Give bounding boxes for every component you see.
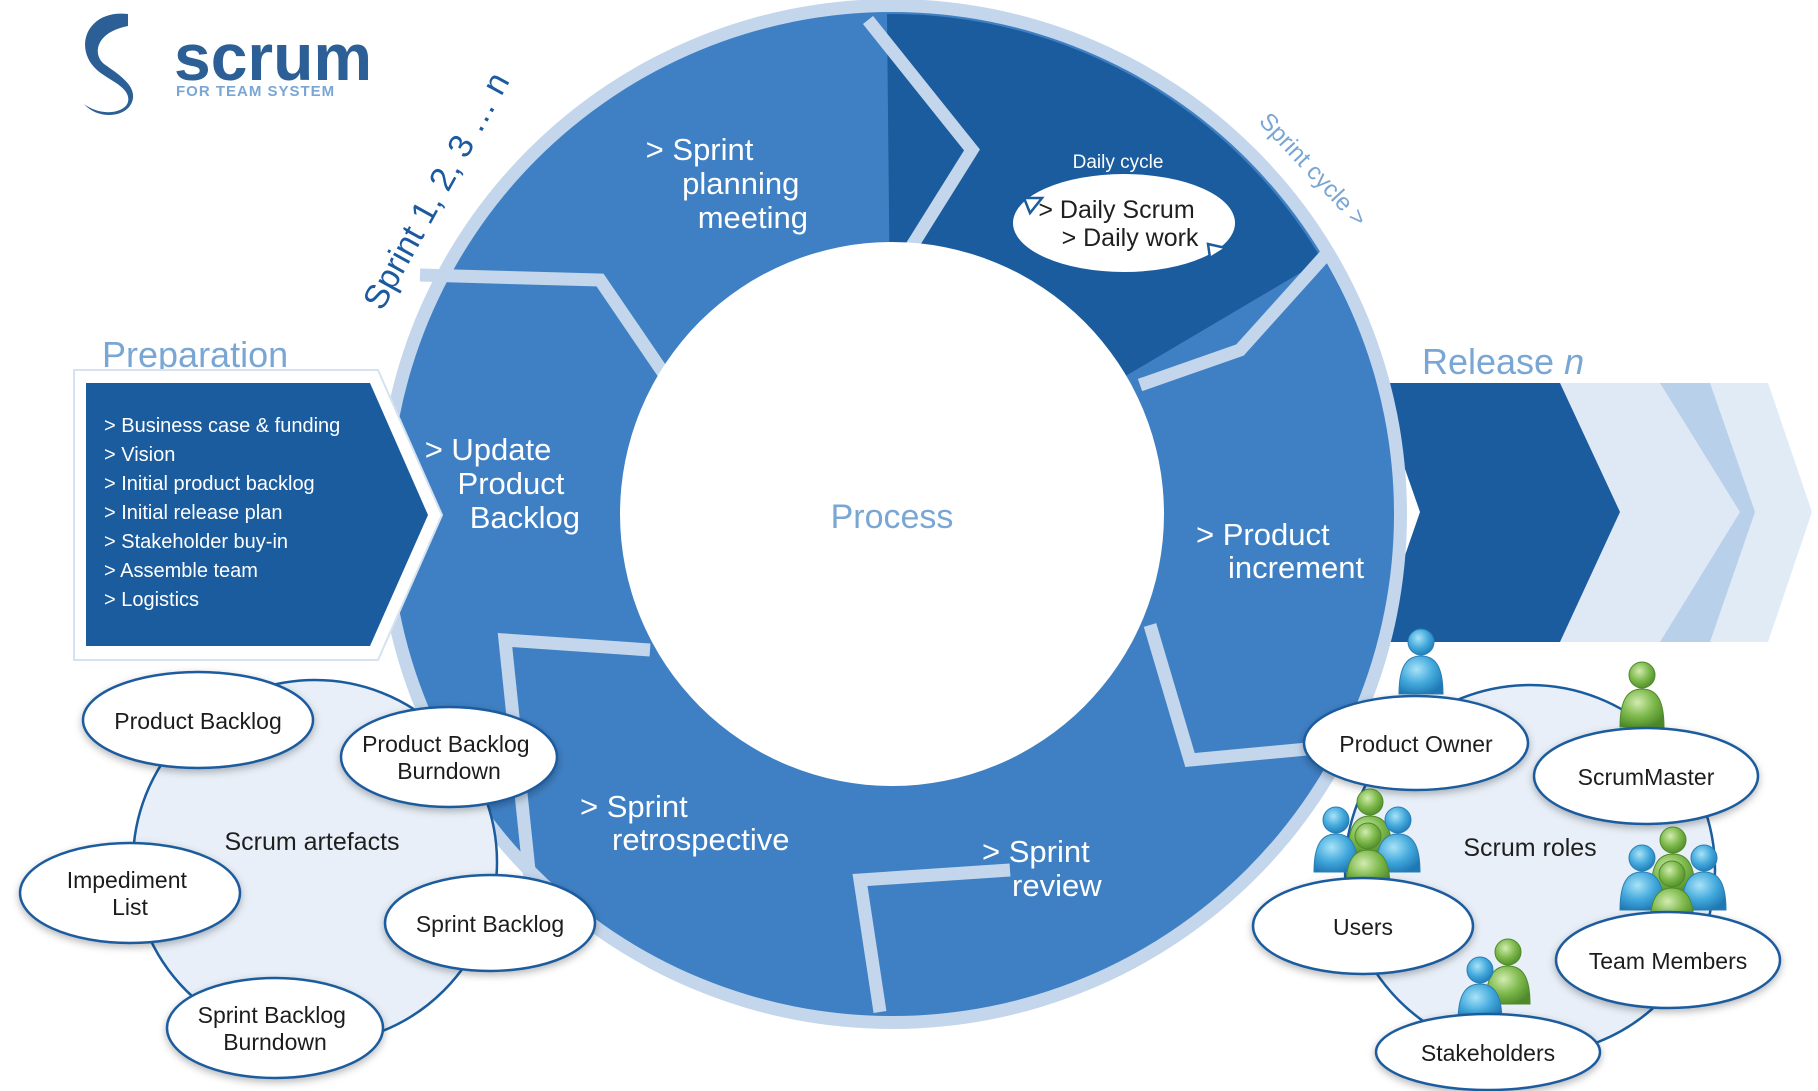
svg-text:Sprint Backlog: Sprint Backlog: [416, 911, 564, 937]
role-scrummaster: ScrumMaster: [1532, 661, 1760, 826]
phase-update-backlog: > Update Product Backlog: [425, 432, 580, 535]
role-product-owner: Product Owner: [1302, 628, 1530, 792]
release-arrows: [1375, 383, 1812, 642]
artefact-sprint-backlog-burndown: Sprint Backlog Burndown: [165, 976, 385, 1080]
preparation-item: > Assemble team: [104, 560, 258, 582]
preparation-item: > Initial product backlog: [104, 473, 315, 495]
svg-text:ScrumMaster: ScrumMaster: [1578, 764, 1715, 790]
daily-cycle-bubble: > Daily Scrum > Daily work: [1013, 174, 1235, 272]
svg-text:Team Members: Team Members: [1589, 948, 1747, 974]
preparation-item: > Stakeholder buy-in: [104, 531, 288, 553]
phase-sprint-retrospective: > Sprint retrospective: [580, 789, 789, 857]
role-stakeholders: Stakeholders: [1374, 938, 1602, 1091]
preparation-item: > Initial release plan: [104, 502, 282, 524]
scrum-roles-group: Scrum roles Product Owner ScrumMaster: [1251, 628, 1782, 1091]
phase-sprint-planning: > Sprint planning meeting: [646, 132, 808, 235]
logo-subtitle: FOR TEAM SYSTEM: [176, 83, 335, 100]
preparation-list: > Business case & funding > Vision > Initi…: [104, 415, 340, 611]
preparation-box: [73, 369, 444, 661]
scrum-logo: scrum FOR TEAM SYSTEM: [84, 13, 372, 116]
artefact-sprint-backlog: Sprint Backlog: [383, 873, 597, 973]
release-title: Release n: [1422, 341, 1584, 382]
svg-text:Product Backlog Burndo: Product Backlog Burndown: [362, 731, 536, 784]
daily-cycle-title: Daily cycle: [1073, 152, 1164, 173]
phase-product-increment: > Product increment: [1196, 517, 1364, 585]
artefact-product-backlog-burndown: Product Backlog Burndown: [339, 705, 559, 809]
preparation-item: > Business case & funding: [104, 415, 340, 437]
svg-text:Product Backlog: Product Backlog: [114, 708, 281, 734]
svg-text:Product Owner: Product Owner: [1339, 731, 1493, 757]
phase-sprint-review: > Sprint review: [982, 834, 1102, 903]
scrummaster-person-icon: [1619, 661, 1665, 728]
svg-text:Stakeholders: Stakeholders: [1421, 1040, 1555, 1066]
process-label: Process: [831, 498, 954, 536]
preparation-title: Preparation: [102, 334, 288, 375]
role-users: Users: [1251, 788, 1475, 976]
logo-wordmark: scrum: [174, 20, 372, 94]
preparation-item: > Logistics: [104, 589, 199, 611]
artefact-impediment-list: Impediment List: [18, 841, 242, 945]
svg-text:Sprint Backlog Burndow: Sprint Backlog Burndown: [198, 1002, 353, 1055]
role-team-members: Team Members: [1554, 826, 1782, 1010]
scrum-roles-title: Scrum roles: [1463, 834, 1596, 862]
preparation-item: > Vision: [104, 444, 175, 466]
daily-cycle-items: > Daily Scrum > Daily work: [1038, 196, 1201, 252]
artefact-product-backlog: Product Backlog: [81, 670, 315, 770]
scrum-artefacts-group: Scrum artefacts Product Backlog Product …: [18, 670, 597, 1080]
scrum-artefacts-title: Scrum artefacts: [224, 828, 399, 856]
svg-text:Users: Users: [1333, 914, 1393, 940]
logo-swirl-icon: [84, 13, 134, 116]
svg-text:Impediment List: Impediment List: [67, 867, 194, 920]
